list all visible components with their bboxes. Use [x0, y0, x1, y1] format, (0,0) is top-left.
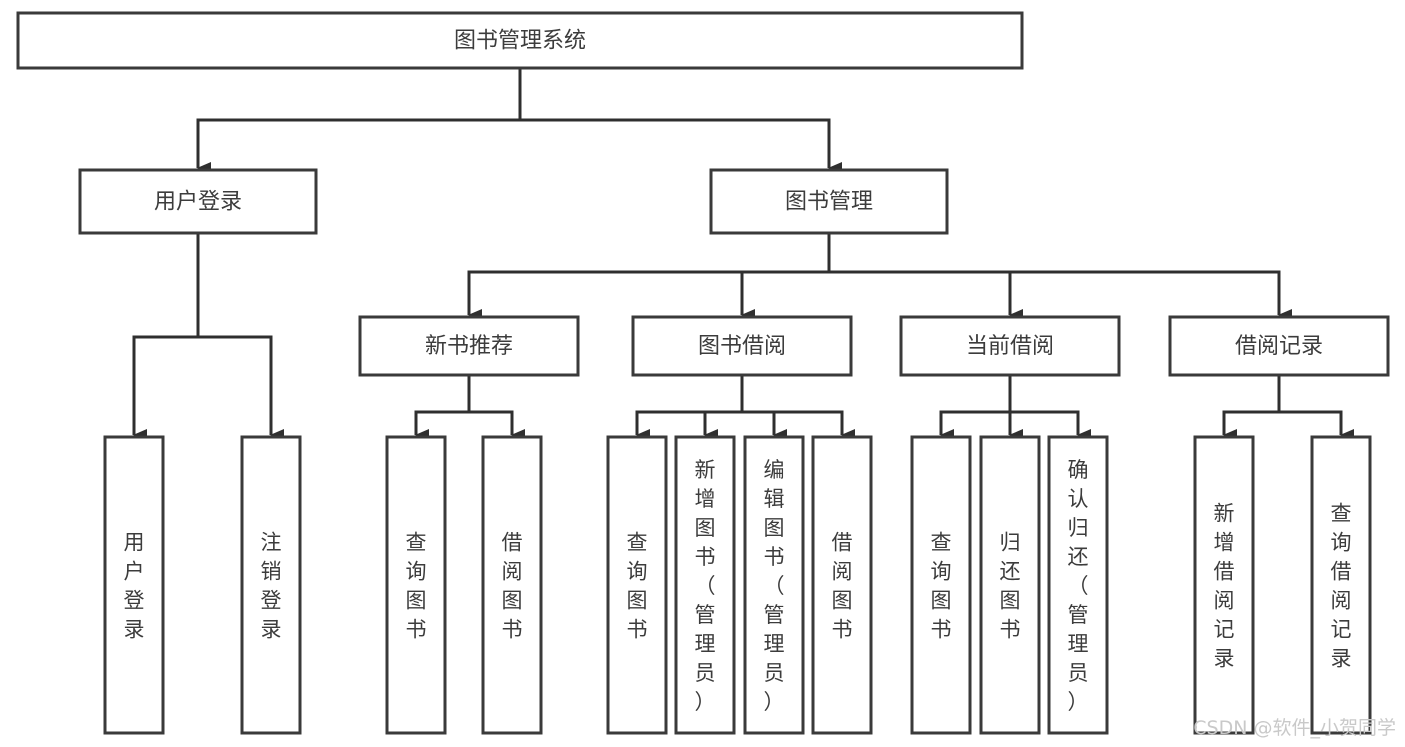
- node-level2-1[interactable]: 图书管理: [709, 168, 949, 235]
- node-leaf-6[interactable]: 编辑图书（管理员）: [743, 435, 805, 735]
- node-leaf-8-rect[interactable]: [910, 435, 972, 735]
- node-leaf-10[interactable]: 确认归还（管理员）: [1047, 435, 1109, 735]
- node-leaf-1[interactable]: 注销登录: [240, 435, 302, 735]
- node-leaf-5-rect[interactable]: [674, 435, 736, 735]
- node-level3-1[interactable]: 图书借阅: [631, 315, 853, 377]
- node-leaf-3-rect[interactable]: [481, 435, 543, 735]
- connector-login-to-leaf-1: [198, 335, 284, 441]
- node-leaf-2-rect[interactable]: [385, 435, 447, 735]
- node-leaf-4-label: 查询图书: [627, 531, 648, 642]
- node-leaf-2-label: 查询图书: [406, 531, 427, 642]
- connector-level2-to-level3-1: [740, 270, 829, 321]
- node-leaf-6-rect[interactable]: [743, 435, 805, 735]
- connector-level3-1-to-leaf-1: [703, 410, 742, 441]
- connector-lines: [132, 68, 1354, 441]
- node-leaf-11-rect[interactable]: [1193, 435, 1255, 735]
- connector-login-to-leaf-0: [132, 335, 198, 441]
- node-level2-1-label: 图书管理: [785, 190, 873, 215]
- connector-level2-to-level3-3: [829, 270, 1292, 321]
- connector-level3-3-to-leaf-0: [1222, 410, 1279, 441]
- node-leaf-4-rect[interactable]: [606, 435, 668, 735]
- node-leaf-7[interactable]: 借阅图书: [811, 435, 873, 735]
- node-leaf-0-rect[interactable]: [103, 435, 165, 735]
- node-level3-0-label: 新书推荐: [425, 334, 513, 359]
- csdn-watermark: CSDN @软件_小贺同学: [1193, 717, 1396, 739]
- node-leaf-12-rect[interactable]: [1310, 435, 1372, 735]
- node-level3-2-label: 当前借阅: [966, 334, 1054, 359]
- connector-level2-to-level3-2: [829, 270, 1023, 321]
- connector-level3-1-to-leaf-0: [635, 410, 742, 441]
- node-root-rect[interactable]: [16, 11, 1024, 70]
- node-level2-0[interactable]: 用户登录: [78, 168, 318, 235]
- node-level3-1-rect[interactable]: [631, 315, 853, 377]
- node-level3-0-rect[interactable]: [358, 315, 580, 377]
- node-level2-0-label: 用户登录: [154, 190, 242, 215]
- node-level3-3[interactable]: 借阅记录: [1168, 315, 1390, 377]
- node-leaf-0[interactable]: 用户登录: [103, 435, 165, 735]
- connector-level3-1-to-leaf-3: [742, 410, 855, 441]
- node-leaf-8[interactable]: 查询图书: [910, 435, 972, 735]
- node-leaf-6-label: 编辑图书（管理员）: [764, 458, 785, 714]
- node-boxes: 图书管理系统用户登录图书管理新书推荐图书借阅当前借阅借阅记录用户登录注销登录查询…: [16, 11, 1390, 735]
- node-leaf-11[interactable]: 新增借阅记录: [1193, 435, 1255, 735]
- node-leaf-9[interactable]: 归还图书: [979, 435, 1041, 735]
- connector-level3-0-to-leaf-1: [469, 410, 525, 441]
- node-leaf-5[interactable]: 新增图书（管理员）: [674, 435, 736, 735]
- node-level3-1-label: 图书借阅: [698, 334, 786, 359]
- node-leaf-1-rect[interactable]: [240, 435, 302, 735]
- connector-level2-to-level3-0: [467, 270, 829, 321]
- node-level3-2-rect[interactable]: [899, 315, 1121, 377]
- node-leaf-7-label: 借阅图书: [832, 531, 853, 642]
- connector-root-to-level2-1: [520, 118, 842, 174]
- node-leaf-5-label: 新增图书（管理员）: [695, 458, 716, 714]
- node-leaf-2[interactable]: 查询图书: [385, 435, 447, 735]
- node-leaf-10-rect[interactable]: [1047, 435, 1109, 735]
- connector-level3-0-to-leaf-0: [414, 410, 469, 441]
- node-leaf-3[interactable]: 借阅图书: [481, 435, 543, 735]
- connector-level3-3-to-leaf-1: [1279, 410, 1354, 441]
- node-leaf-0-label: 用户登录: [124, 531, 145, 642]
- connector-level3-2-to-leaf-2: [1010, 410, 1091, 441]
- node-leaf-12[interactable]: 查询借阅记录: [1310, 435, 1372, 735]
- node-level3-3-rect[interactable]: [1168, 315, 1390, 377]
- node-leaf-4[interactable]: 查询图书: [606, 435, 668, 735]
- node-leaf-1-label: 注销登录: [261, 531, 282, 642]
- node-level3-2[interactable]: 当前借阅: [899, 315, 1121, 377]
- node-level2-1-rect[interactable]: [709, 168, 949, 235]
- node-level3-0[interactable]: 新书推荐: [358, 315, 580, 377]
- node-leaf-11-label: 新增借阅记录: [1214, 502, 1235, 671]
- connector-level3-2-to-leaf-0: [939, 410, 1010, 441]
- node-leaf-12-label: 查询借阅记录: [1331, 502, 1352, 671]
- node-leaf-9-label: 归还图书: [1000, 531, 1021, 642]
- node-leaf-8-label: 查询图书: [931, 531, 952, 642]
- node-level3-3-label: 借阅记录: [1235, 334, 1323, 359]
- node-leaf-10-label: 确认归还（管理员）: [1068, 458, 1089, 714]
- node-root-label: 图书管理系统: [454, 29, 586, 54]
- node-level2-0-rect[interactable]: [78, 168, 318, 235]
- node-leaf-7-rect[interactable]: [811, 435, 873, 735]
- node-leaf-3-label: 借阅图书: [502, 531, 523, 642]
- node-root[interactable]: 图书管理系统: [16, 11, 1024, 70]
- connector-level3-1-to-leaf-2: [742, 410, 787, 441]
- connector-root-to-level2-0: [196, 118, 520, 174]
- node-leaf-9-rect[interactable]: [979, 435, 1041, 735]
